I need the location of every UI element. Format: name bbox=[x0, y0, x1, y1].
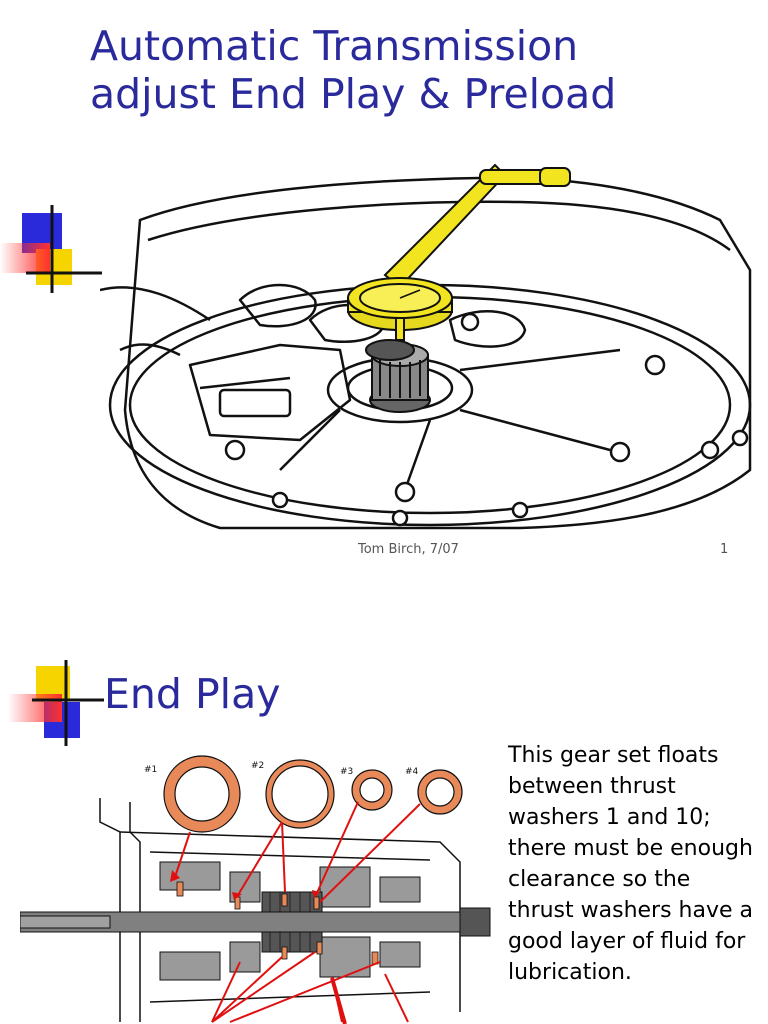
washer-label-3: #3 bbox=[340, 767, 353, 777]
title-line-1: Automatic Transmission bbox=[90, 22, 579, 70]
slide-2-body-text: This gear set floats between thrust wash… bbox=[508, 743, 754, 985]
slide-1-title: Automatic Transmission adjust End Play &… bbox=[90, 22, 616, 118]
washer-label-2: #2 bbox=[251, 761, 264, 771]
slide-1: Automatic Transmission adjust End Play &… bbox=[0, 22, 752, 557]
washer-label-1: #1 bbox=[144, 765, 157, 775]
gear-set-cross-section-diagram: #1 #2 #3 #4 bbox=[20, 755, 491, 1024]
transmission-dial-indicator-illustration bbox=[100, 163, 752, 530]
corner-logo-icon bbox=[8, 660, 104, 746]
washer-label-4: #4 bbox=[405, 767, 419, 777]
footer-author: Tom Birch, 7/07 bbox=[358, 542, 459, 557]
page-number: 1 bbox=[720, 542, 729, 557]
title-line-2: adjust End Play & Preload bbox=[90, 70, 617, 118]
corner-logo-icon bbox=[0, 205, 102, 293]
slide-2: End Play #1 #2 #3 #4 bbox=[0, 636, 768, 1024]
slide-2-title: End Play bbox=[104, 670, 281, 718]
